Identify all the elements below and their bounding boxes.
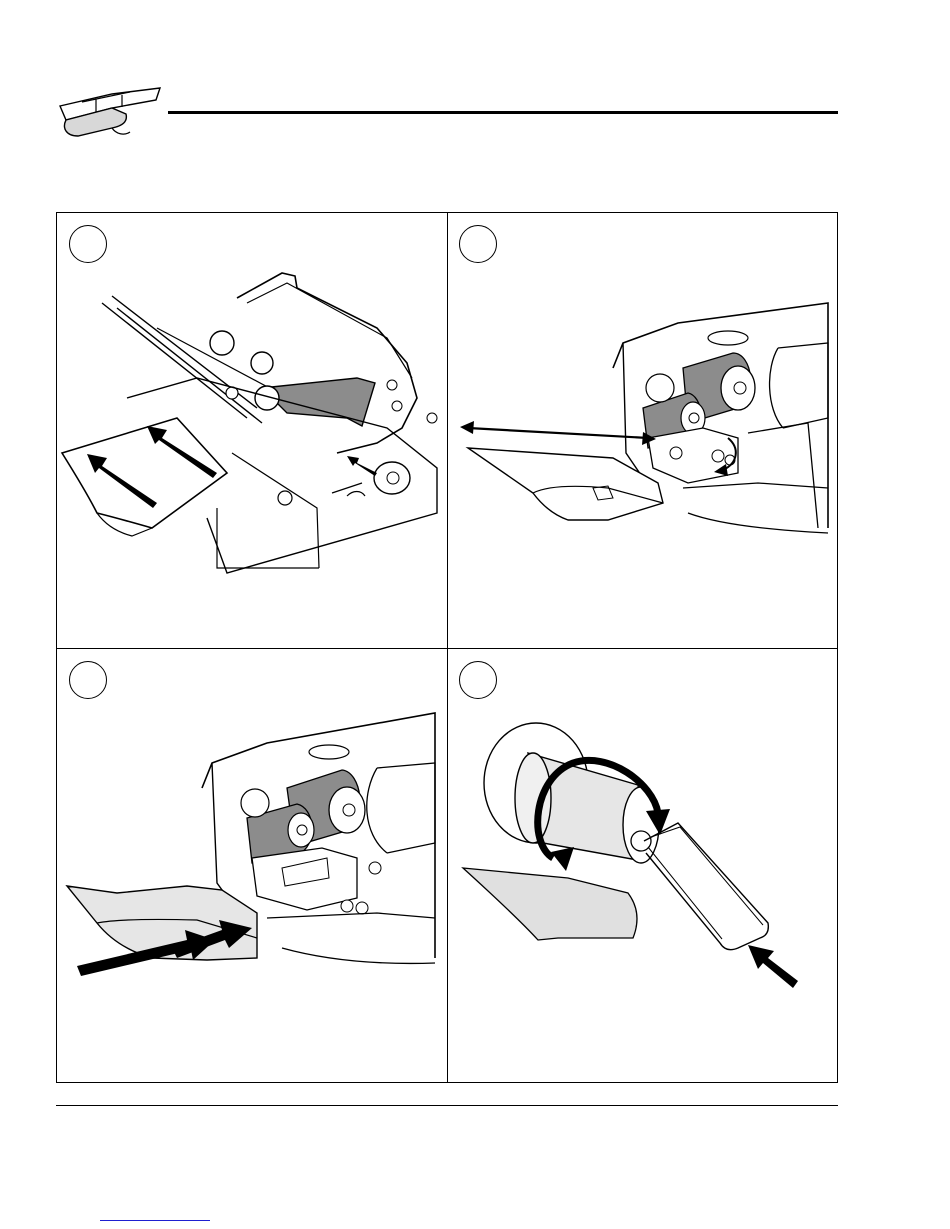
step-circle-1: [69, 225, 107, 263]
ribbon-roll-rotate-illustration: [448, 713, 838, 1013]
step-circle-3: [69, 661, 107, 699]
step-circle-4: [459, 661, 497, 699]
footer-link-underline[interactable]: [100, 1220, 210, 1221]
header-rule: [168, 111, 838, 114]
ribbon-path-illustration: [448, 288, 838, 548]
printhead-media-insert-illustration: [57, 268, 447, 598]
label-roll-icon: [52, 80, 167, 142]
grid-divider-horizontal: [57, 648, 837, 649]
step-circle-2: [459, 225, 497, 263]
footer-rule: [56, 1105, 838, 1106]
instruction-grid: [56, 212, 838, 1083]
close-cover-illustration: [57, 708, 447, 978]
